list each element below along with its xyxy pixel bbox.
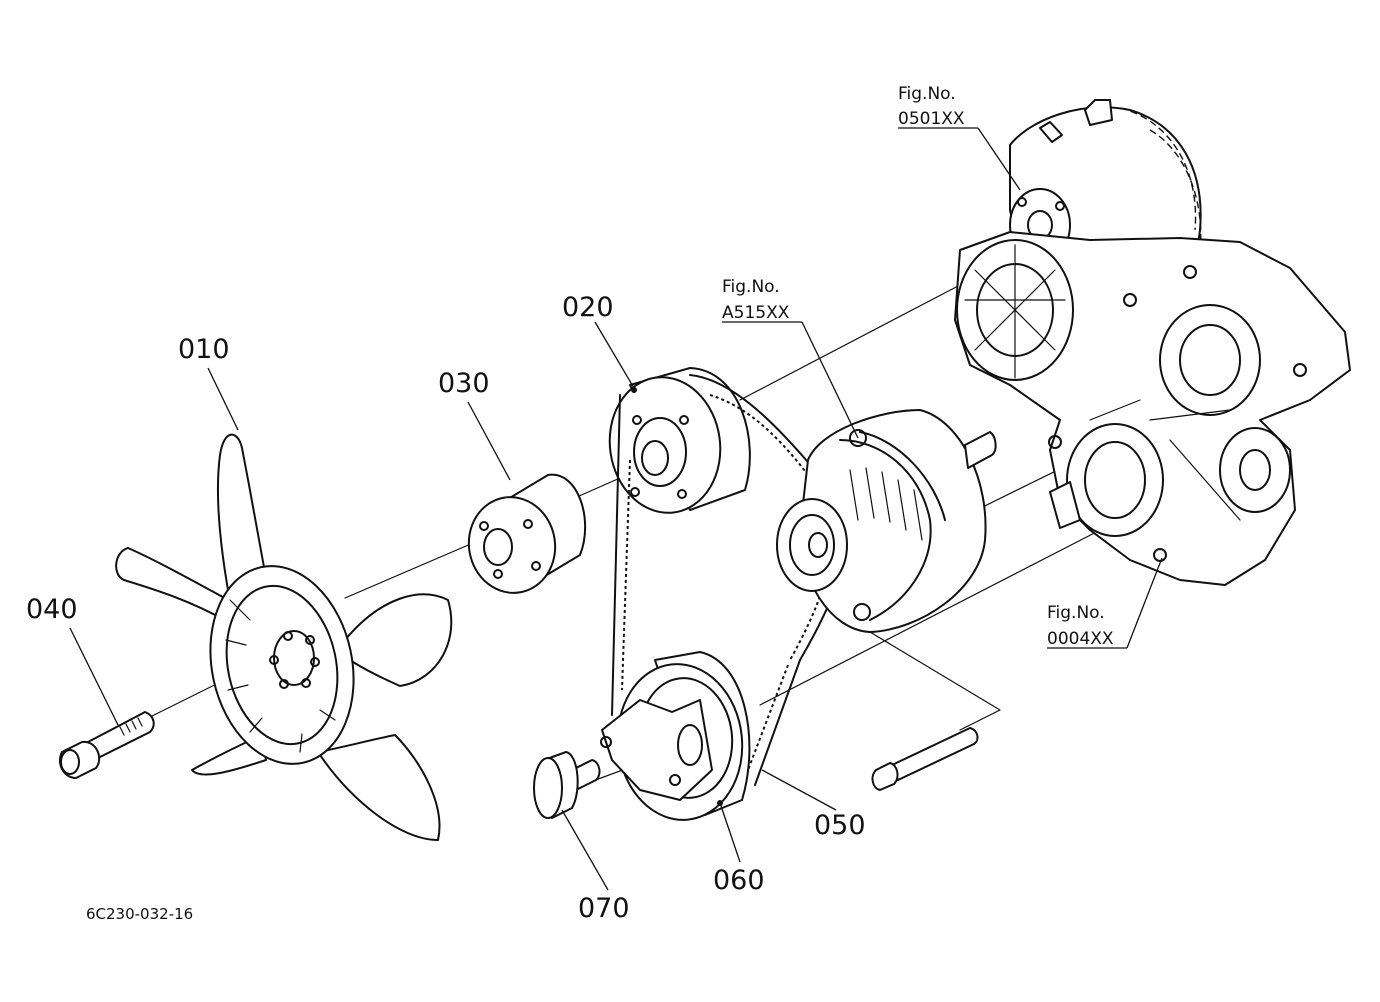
alternator-drawing	[776, 409, 997, 633]
crank-pulley-drawing	[600, 651, 751, 821]
callout-020: 020	[562, 292, 614, 323]
fig-ref-water-pump-prefix: Fig.No.	[898, 84, 956, 104]
fig-ref-alternator-number: A515XX	[722, 303, 790, 323]
fig-ref-water-pump-number: 0501XX	[898, 109, 965, 129]
fig-ref-alternator-prefix: Fig.No.	[722, 277, 780, 297]
gear-case-drawing	[954, 231, 1351, 586]
crank-bolt-drawing	[533, 751, 601, 819]
spacer-drawing	[467, 473, 587, 594]
callout-060: 060	[713, 865, 765, 896]
leader-lines	[69, 127, 1163, 891]
alternator-bolt-drawing	[871, 727, 979, 791]
fig-ref-gear-case-number: 0004XX	[1047, 629, 1114, 649]
callout-050: 050	[814, 810, 866, 841]
fan-bolt-drawing	[58, 711, 155, 779]
drawing-code: 6C230-032-16	[86, 905, 193, 923]
callout-030: 030	[438, 368, 490, 399]
fan-pulley-drawing	[608, 367, 751, 514]
callout-070: 070	[578, 893, 630, 924]
fan-drawing	[115, 433, 453, 841]
callout-040: 040	[26, 594, 78, 625]
callout-010: 010	[178, 334, 230, 365]
fig-ref-gear-case-prefix: Fig.No.	[1047, 603, 1105, 623]
